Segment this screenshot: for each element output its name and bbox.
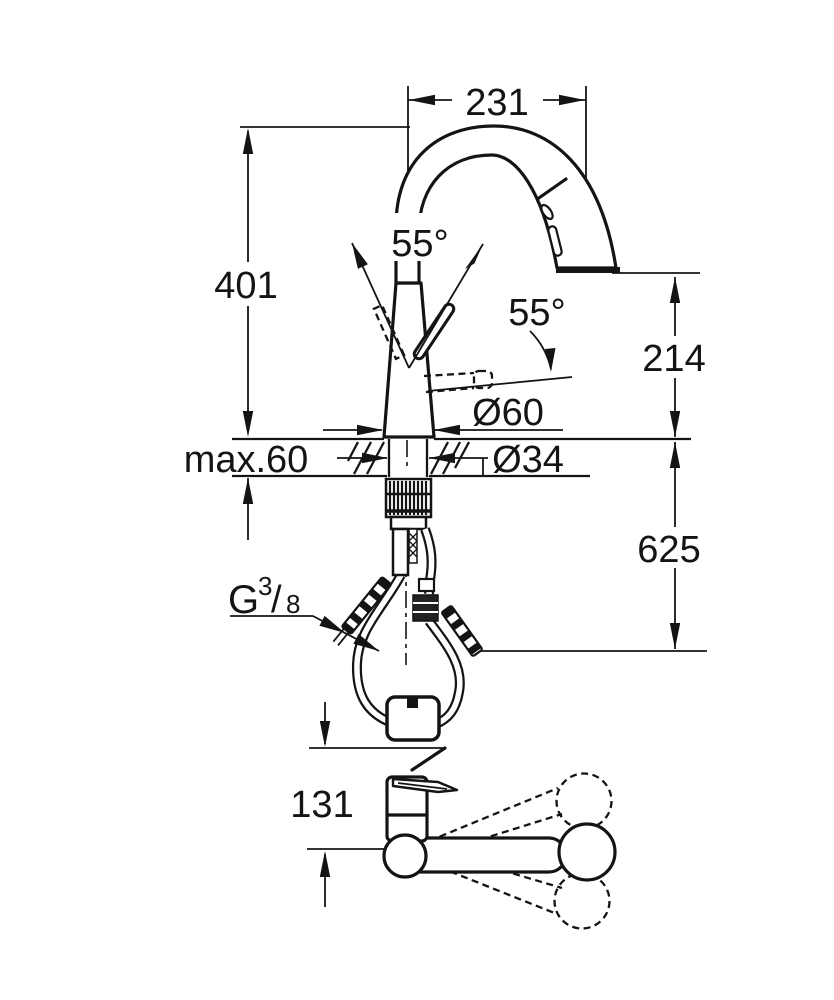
label-mask	[383, 213, 457, 261]
faucet-body	[382, 281, 436, 439]
dimension-spout-height	[240, 126, 410, 437]
spout-tip-mark	[410, 746, 447, 772]
pullout-hose	[351, 572, 406, 728]
hose-guide	[391, 527, 410, 577]
svg-text:3: 3	[258, 571, 272, 601]
spray-head-top-view	[557, 822, 617, 882]
mounting-collar	[389, 515, 428, 531]
svg-text:/: /	[271, 579, 282, 621]
label-spout-width: 231	[465, 82, 528, 124]
mounting-nut	[384, 477, 433, 519]
supply-fitting-right	[441, 605, 483, 657]
spray-head-joint	[535, 177, 568, 201]
spray-button	[540, 203, 554, 221]
label-spout-height: 401	[214, 265, 277, 307]
dimension-spout-reach	[307, 702, 444, 907]
spray-head-alt-down	[553, 872, 611, 930]
dimension-shank-diameter	[337, 452, 488, 464]
dimension-outlet-height	[612, 272, 700, 437]
countertop-section	[232, 437, 691, 478]
label-shank-diameter: Ø34	[492, 439, 564, 481]
dimension-base-diameter	[323, 424, 563, 436]
spray-head-alt-up	[555, 772, 613, 830]
lever-handle-alt-position	[372, 303, 406, 361]
hose-band	[417, 577, 436, 593]
thread-size-leader	[230, 615, 380, 652]
braided-hose-section	[408, 528, 418, 564]
lever-tilt-angle-lines	[423, 330, 573, 394]
top-view	[382, 772, 617, 930]
label-thread-size: G 3 / 8	[228, 571, 300, 622]
dimension-hose-length	[478, 442, 707, 652]
dimension-counter-thickness	[242, 478, 254, 540]
label-lever-swivel-angle: 55°	[391, 223, 448, 265]
lever-swivel-angle-lines	[351, 242, 484, 369]
supply-fitting-left	[332, 576, 392, 647]
label-max-counter: max.60	[184, 439, 309, 481]
check-valve-block	[412, 594, 439, 622]
lever-handle	[412, 302, 456, 361]
label-lever-tilt-angle: 55°	[508, 292, 565, 334]
svg-text:G: G	[228, 578, 259, 622]
wand-socket	[382, 833, 428, 879]
spray-button-2	[547, 225, 563, 257]
label-base-diameter: Ø60	[472, 392, 544, 434]
svg-text:8: 8	[286, 589, 300, 619]
hose-weight	[385, 695, 441, 742]
label-hose-length: 625	[637, 529, 700, 571]
label-outlet-height: 214	[642, 338, 705, 380]
label-spout-reach: 131	[290, 784, 353, 826]
